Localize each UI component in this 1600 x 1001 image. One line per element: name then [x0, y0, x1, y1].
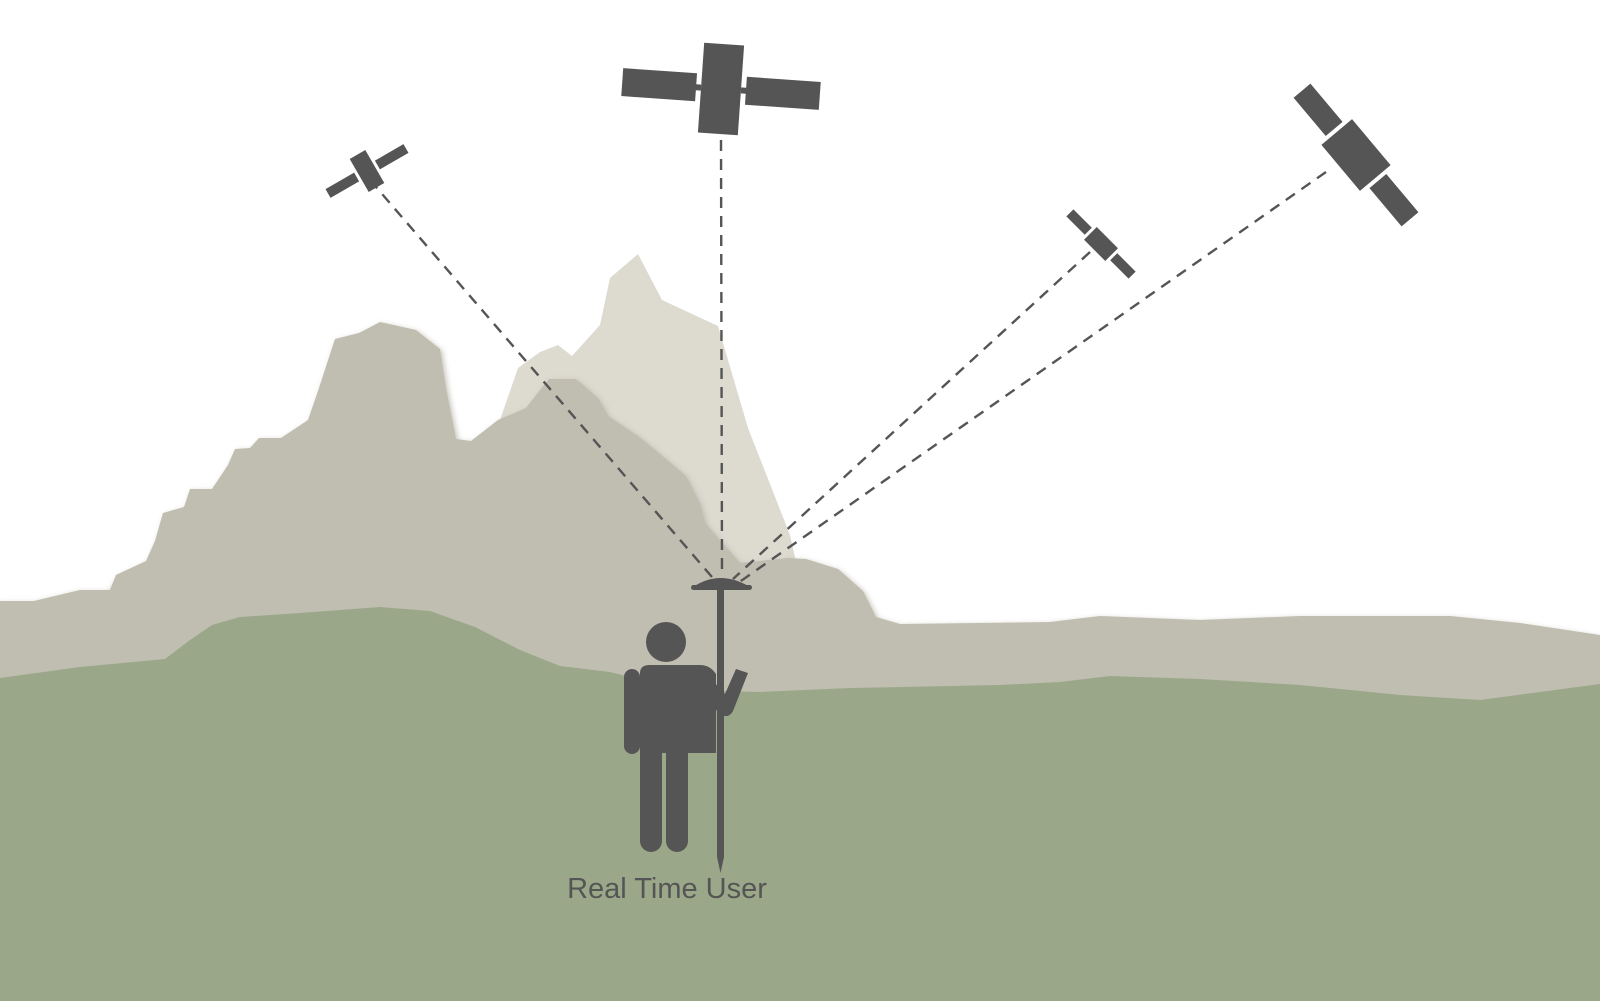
- satellite-icon: [621, 42, 821, 136]
- signal-line-2: [719, 139, 724, 576]
- satellite-icon: [1293, 83, 1419, 227]
- satellite-icon: [1066, 209, 1136, 279]
- ground: [0, 607, 1600, 1001]
- person-icon: [624, 578, 752, 873]
- signal-lines: [369, 139, 1327, 584]
- signal-line-3: [732, 251, 1091, 580]
- signal-line-4: [737, 171, 1327, 584]
- survey-pole: [717, 585, 724, 857]
- user-label: Real Time User: [567, 873, 767, 905]
- satellite-icon: [325, 144, 409, 198]
- gnss-antenna-icon: [693, 578, 750, 587]
